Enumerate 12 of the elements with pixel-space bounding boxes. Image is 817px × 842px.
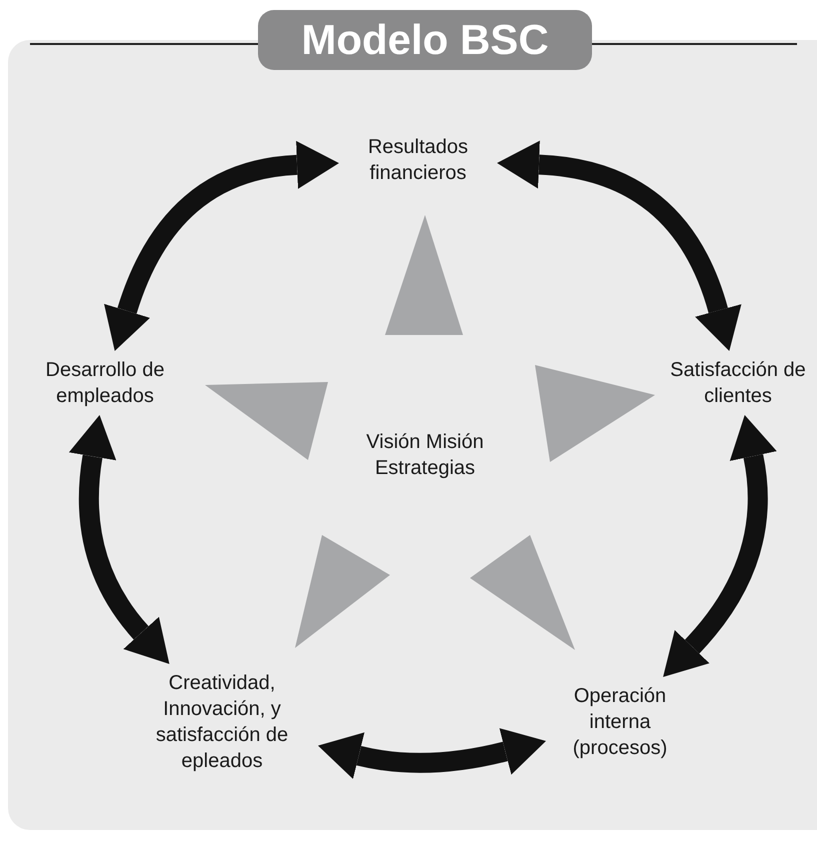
node-label: Visión Misión Estrategias — [365, 430, 485, 481]
title-banner: Modelo BSC — [258, 10, 592, 70]
double-arrow — [318, 728, 546, 780]
double-arrow — [497, 140, 742, 351]
node-label: Satisfacción de clientes — [669, 358, 807, 409]
node-label: Resultados financieros — [366, 135, 470, 186]
node-label: Desarrollo de empleados — [44, 358, 166, 409]
double-arrow — [664, 414, 777, 678]
node-label: Operación interna (procesos) — [572, 684, 668, 761]
double-arrow — [68, 414, 168, 665]
double-arrow — [104, 140, 339, 351]
node-label: Creatividad, Innovación, y satisfacción de epleados — [154, 671, 290, 774]
